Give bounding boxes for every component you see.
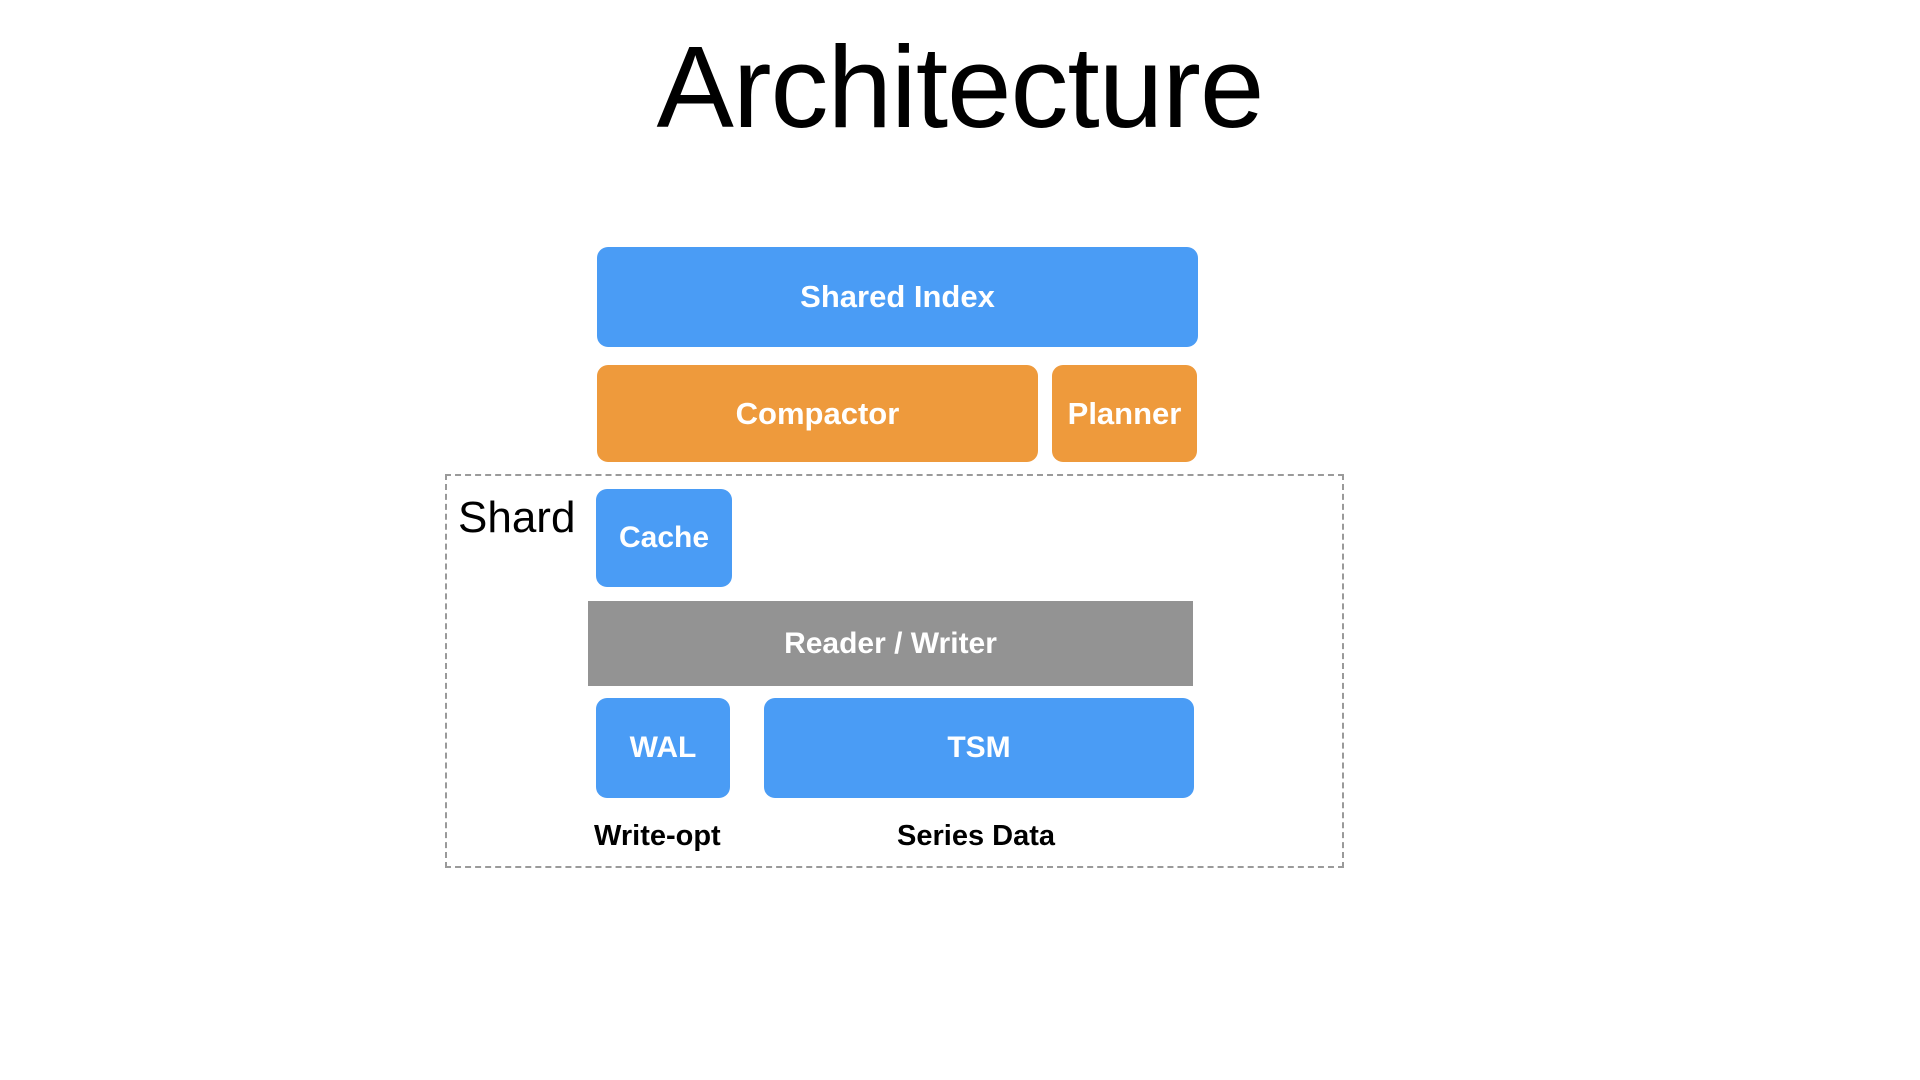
node-shared-index-label: Shared Index: [800, 279, 995, 314]
node-wal-label: WAL: [629, 731, 697, 764]
node-cache-label: Cache: [618, 521, 710, 554]
node-tsm[interactable]: TSM: [764, 698, 1194, 798]
node-cache[interactable]: Cache: [596, 489, 732, 587]
shard-group-boundary: [445, 474, 1344, 868]
node-planner[interactable]: Planner: [1052, 365, 1197, 462]
node-compactor[interactable]: Compactor: [597, 365, 1038, 462]
node-planner-label: Planner: [1067, 395, 1182, 431]
node-reader-writer[interactable]: Reader / Writer: [588, 601, 1193, 686]
node-tsm-label: TSM: [947, 731, 1011, 764]
node-reader-writer-label: Reader / Writer: [784, 626, 997, 660]
node-shared-index[interactable]: Shared Index: [597, 247, 1198, 347]
shard-group-label: Shard: [458, 493, 576, 542]
caption-tsm: Series Data: [897, 820, 1055, 852]
page-title: Architecture: [656, 22, 1265, 152]
node-wal[interactable]: WAL: [596, 698, 730, 798]
node-compactor-label: Compactor: [735, 395, 900, 431]
caption-wal: Write-opt: [594, 820, 721, 852]
